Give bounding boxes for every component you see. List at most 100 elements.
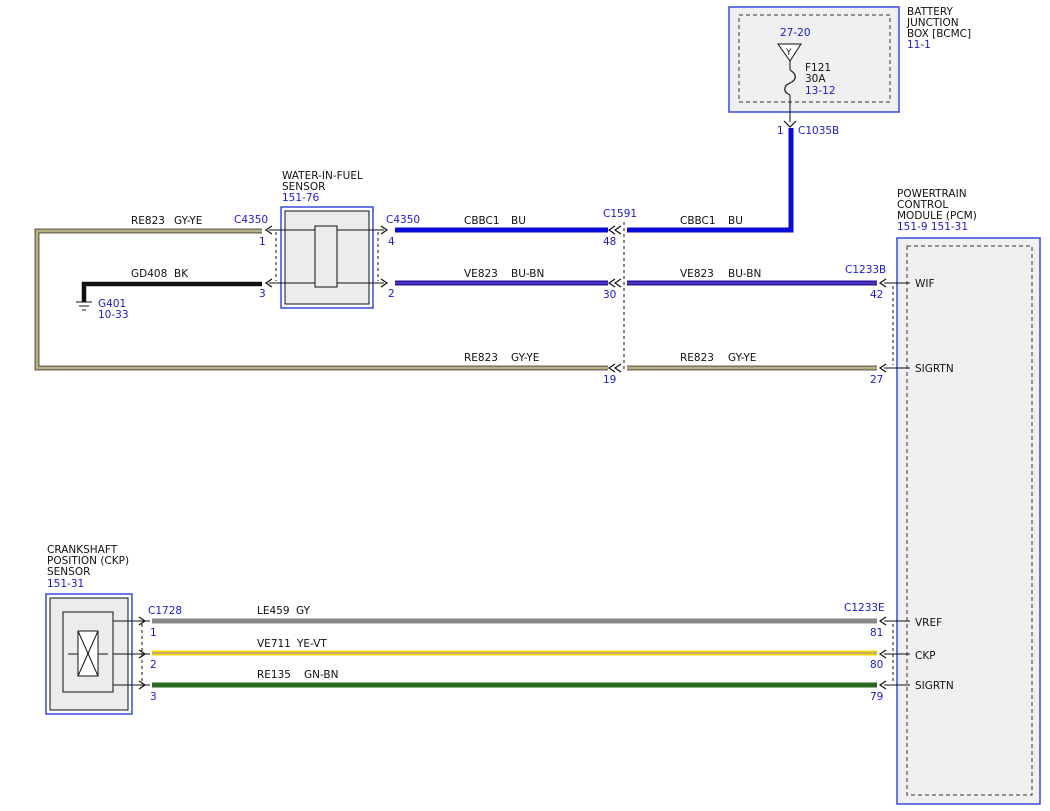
wire-ve823-b-circuit: VE823 (680, 268, 714, 280)
c1233e-connector-label[interactable]: C1233E (844, 602, 885, 614)
pcm-pin-sigrtn-2: SIGRTN (915, 680, 954, 692)
fuse-name: F121 (805, 62, 831, 74)
fuse-icon (784, 69, 796, 96)
wif-sensor-element-icon (314, 225, 338, 288)
connector-arrow-icon (783, 120, 797, 128)
c1233b-connector-label[interactable]: C1233B (845, 264, 886, 276)
c1591-connector-label[interactable]: C1591 (603, 208, 637, 220)
connector-arrow-icon (878, 278, 887, 288)
ckp-sensor-ref[interactable]: 151-31 (47, 578, 84, 590)
wif-pin-4: 4 (388, 236, 395, 248)
connector-arrow-icon (607, 363, 616, 373)
fuse-rating: 30A (805, 73, 826, 85)
wire-le459-color: GY (296, 605, 311, 617)
pcm-module: POWERTRAIN CONTROL MODULE (PCM) 151-9 15… (878, 188, 1041, 805)
connector-arrow-icon (138, 649, 147, 659)
battery-box-title-2: JUNCTION (906, 17, 959, 29)
battery-box-ref[interactable]: 11-1 (907, 39, 931, 51)
wire-le459-circuit: LE459 (257, 605, 290, 617)
connector-arrow-icon (380, 225, 389, 235)
connector-arrow-icon (878, 680, 887, 690)
pcm-title-1: POWERTRAIN (897, 188, 967, 200)
connector-arrow-icon (607, 225, 616, 235)
pcm-pin-81: 81 (870, 627, 883, 639)
wire-re823-a-circuit: RE823 (464, 352, 498, 364)
connector-arrow-icon (878, 616, 887, 626)
ckp-pin-2: 2 (150, 659, 157, 671)
fuse-ref[interactable]: 13-12 (805, 85, 836, 97)
wire-cbbc1-a-color: BU (511, 215, 526, 227)
wire-cbbc1-a-circuit: CBBC1 (464, 215, 500, 227)
connector-arrow-icon (878, 363, 887, 373)
battery-box-outline (728, 6, 900, 113)
connector-arrow-icon (613, 225, 622, 235)
c1591-connector (607, 222, 625, 373)
ground-icon (76, 301, 92, 311)
wif-sensor-ref[interactable]: 151-76 (282, 192, 320, 204)
ckp-sensor-title-2: POSITION (CKP) (47, 555, 129, 567)
ckp-pin-1: 1 (150, 627, 157, 639)
power-source-icon: Y (777, 43, 802, 62)
pcm-refs[interactable]: 151-9 151-31 (897, 221, 968, 233)
wire-re135-circuit: RE135 (257, 669, 291, 681)
pcm-pin-ckp: CKP (915, 650, 936, 662)
connector-arrow-icon (380, 278, 389, 288)
wire-cbbc1-b-color: BU (728, 215, 743, 227)
ckp-sensor-element-icon (68, 630, 108, 677)
wire-ve823-a-circuit: VE823 (464, 268, 498, 280)
c1591-pin-48: 48 (603, 236, 616, 248)
ground-g401-ref[interactable]: 10-33 (98, 309, 129, 321)
connector-arrow-icon (264, 225, 273, 235)
wire-re823-b-circuit: RE823 (680, 352, 714, 364)
wire-re823-left[interactable] (34, 228, 608, 371)
wire-gd408[interactable] (81, 281, 262, 302)
wire-gd408-color: BK (174, 268, 189, 280)
ground-g401-label[interactable]: G401 (98, 298, 126, 310)
wire-gd408-circuit: GD408 (131, 268, 167, 280)
connector-arrow-icon (613, 278, 622, 288)
wire-re823-left-color: GY-YE (174, 215, 202, 227)
connector-arrow-icon (607, 278, 616, 288)
ckp-sensor: CRANKSHAFT POSITION (CKP) SENSOR 151-31 (45, 544, 150, 715)
c1035b-pin: 1 (777, 125, 784, 137)
wire-re823-a-color: GY-YE (511, 352, 539, 364)
pcm-pin-27: 27 (870, 374, 883, 386)
svg-text:Y: Y (785, 48, 792, 58)
c1728-connector-label[interactable]: C1728 (148, 605, 182, 617)
connector-arrow-icon (613, 363, 622, 373)
wif-pin-1: 1 (259, 236, 266, 248)
wire-ve823-a-color: BU-BN (511, 268, 544, 280)
water-in-fuel-sensor: WATER-IN-FUEL SENSOR 151-76 C4350 C4350 … (234, 170, 420, 309)
battery-box-title-3: BOX [BCMC] (907, 28, 971, 40)
pcm-title-3: MODULE (PCM) (897, 210, 977, 222)
pcm-title-2: CONTROL (897, 199, 948, 211)
pcm-pin-79: 79 (870, 691, 883, 703)
pcm-pin-sigrtn: SIGRTN (915, 363, 954, 375)
wire-ve711-circuit: VE711 (257, 638, 291, 650)
wire-cbbc1[interactable] (395, 128, 794, 233)
c4350-right-label[interactable]: C4350 (386, 214, 420, 226)
pcm-outline (896, 237, 1041, 805)
pcm-pin-wif: WIF (915, 278, 935, 290)
pcm-pin-80: 80 (870, 659, 883, 671)
wif-sensor-title-1: WATER-IN-FUEL (282, 170, 363, 182)
wire-re823-b-color: GY-YE (728, 352, 756, 364)
wire-re823-left-circuit: RE823 (131, 215, 165, 227)
c4350-left-label[interactable]: C4350 (234, 214, 268, 226)
pcm-inner (906, 245, 1033, 796)
wif-pin-3: 3 (259, 288, 266, 300)
ckp-sensor-title-3: SENSOR (47, 566, 90, 578)
power-source-ref[interactable]: 27-20 (780, 27, 811, 39)
wire-ve711-color: YE-VT (296, 638, 327, 650)
wire-cbbc1-b-circuit: CBBC1 (680, 215, 716, 227)
c1035b-connector-label[interactable]: C1035B (798, 125, 839, 137)
c1591-pin-19: 19 (603, 374, 616, 386)
pcm-pin-vref: VREF (915, 617, 942, 629)
ckp-sensor-title-1: CRANKSHAFT (47, 544, 118, 556)
connector-arrow-icon (138, 616, 147, 626)
battery-junction-box: BATTERY JUNCTION BOX [BCMC] 11-1 27-20 Y… (728, 6, 971, 137)
wire-re135-color: GN-BN (304, 669, 338, 681)
pcm-pin-42: 42 (870, 289, 883, 301)
wif-sensor-title-2: SENSOR (282, 181, 325, 193)
